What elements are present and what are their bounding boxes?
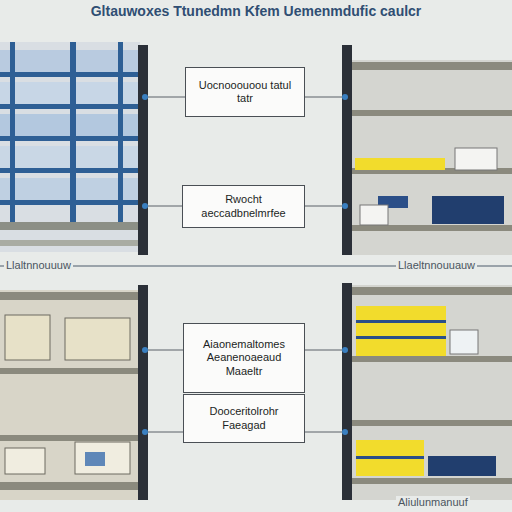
building-floors — [0, 42, 140, 246]
leader-line — [148, 97, 342, 432]
box-text: Uocnooouoou tatul tatr — [192, 79, 298, 105]
annotation-label: Llaeltnnouuauw — [396, 259, 477, 271]
shelving-rack — [350, 60, 512, 255]
process-box: Aiaonemaltomes Aeanenoaeaud Maaeltr — [183, 323, 305, 393]
connector-dot — [142, 94, 348, 435]
annotation-label: Aliulunmanuuf — [396, 496, 470, 508]
process-box: Dooceritolrohr Faeagad — [183, 394, 305, 443]
building-frame — [0, 42, 140, 252]
box-text: Dooceritolrohr Faeagad — [190, 405, 298, 431]
box-text: Aiaonemaltomes Aeanenoaeaud Maaeltr — [190, 338, 298, 378]
annotation-label: Llaltnnouuuw — [4, 259, 73, 271]
support-column — [138, 45, 352, 500]
diagram-title: Gltauwoxes Ttunedmn Kfem Uemenmdufic cau… — [0, 3, 512, 19]
pallet-rack — [350, 285, 512, 500]
box-text: Rwocht aeccadbnelmrfee — [189, 193, 298, 219]
cabinet-rack — [0, 290, 140, 500]
process-box: Rwocht aeccadbnelmrfee — [182, 185, 305, 228]
process-box: Uocnooouoou tatul tatr — [185, 67, 305, 117]
